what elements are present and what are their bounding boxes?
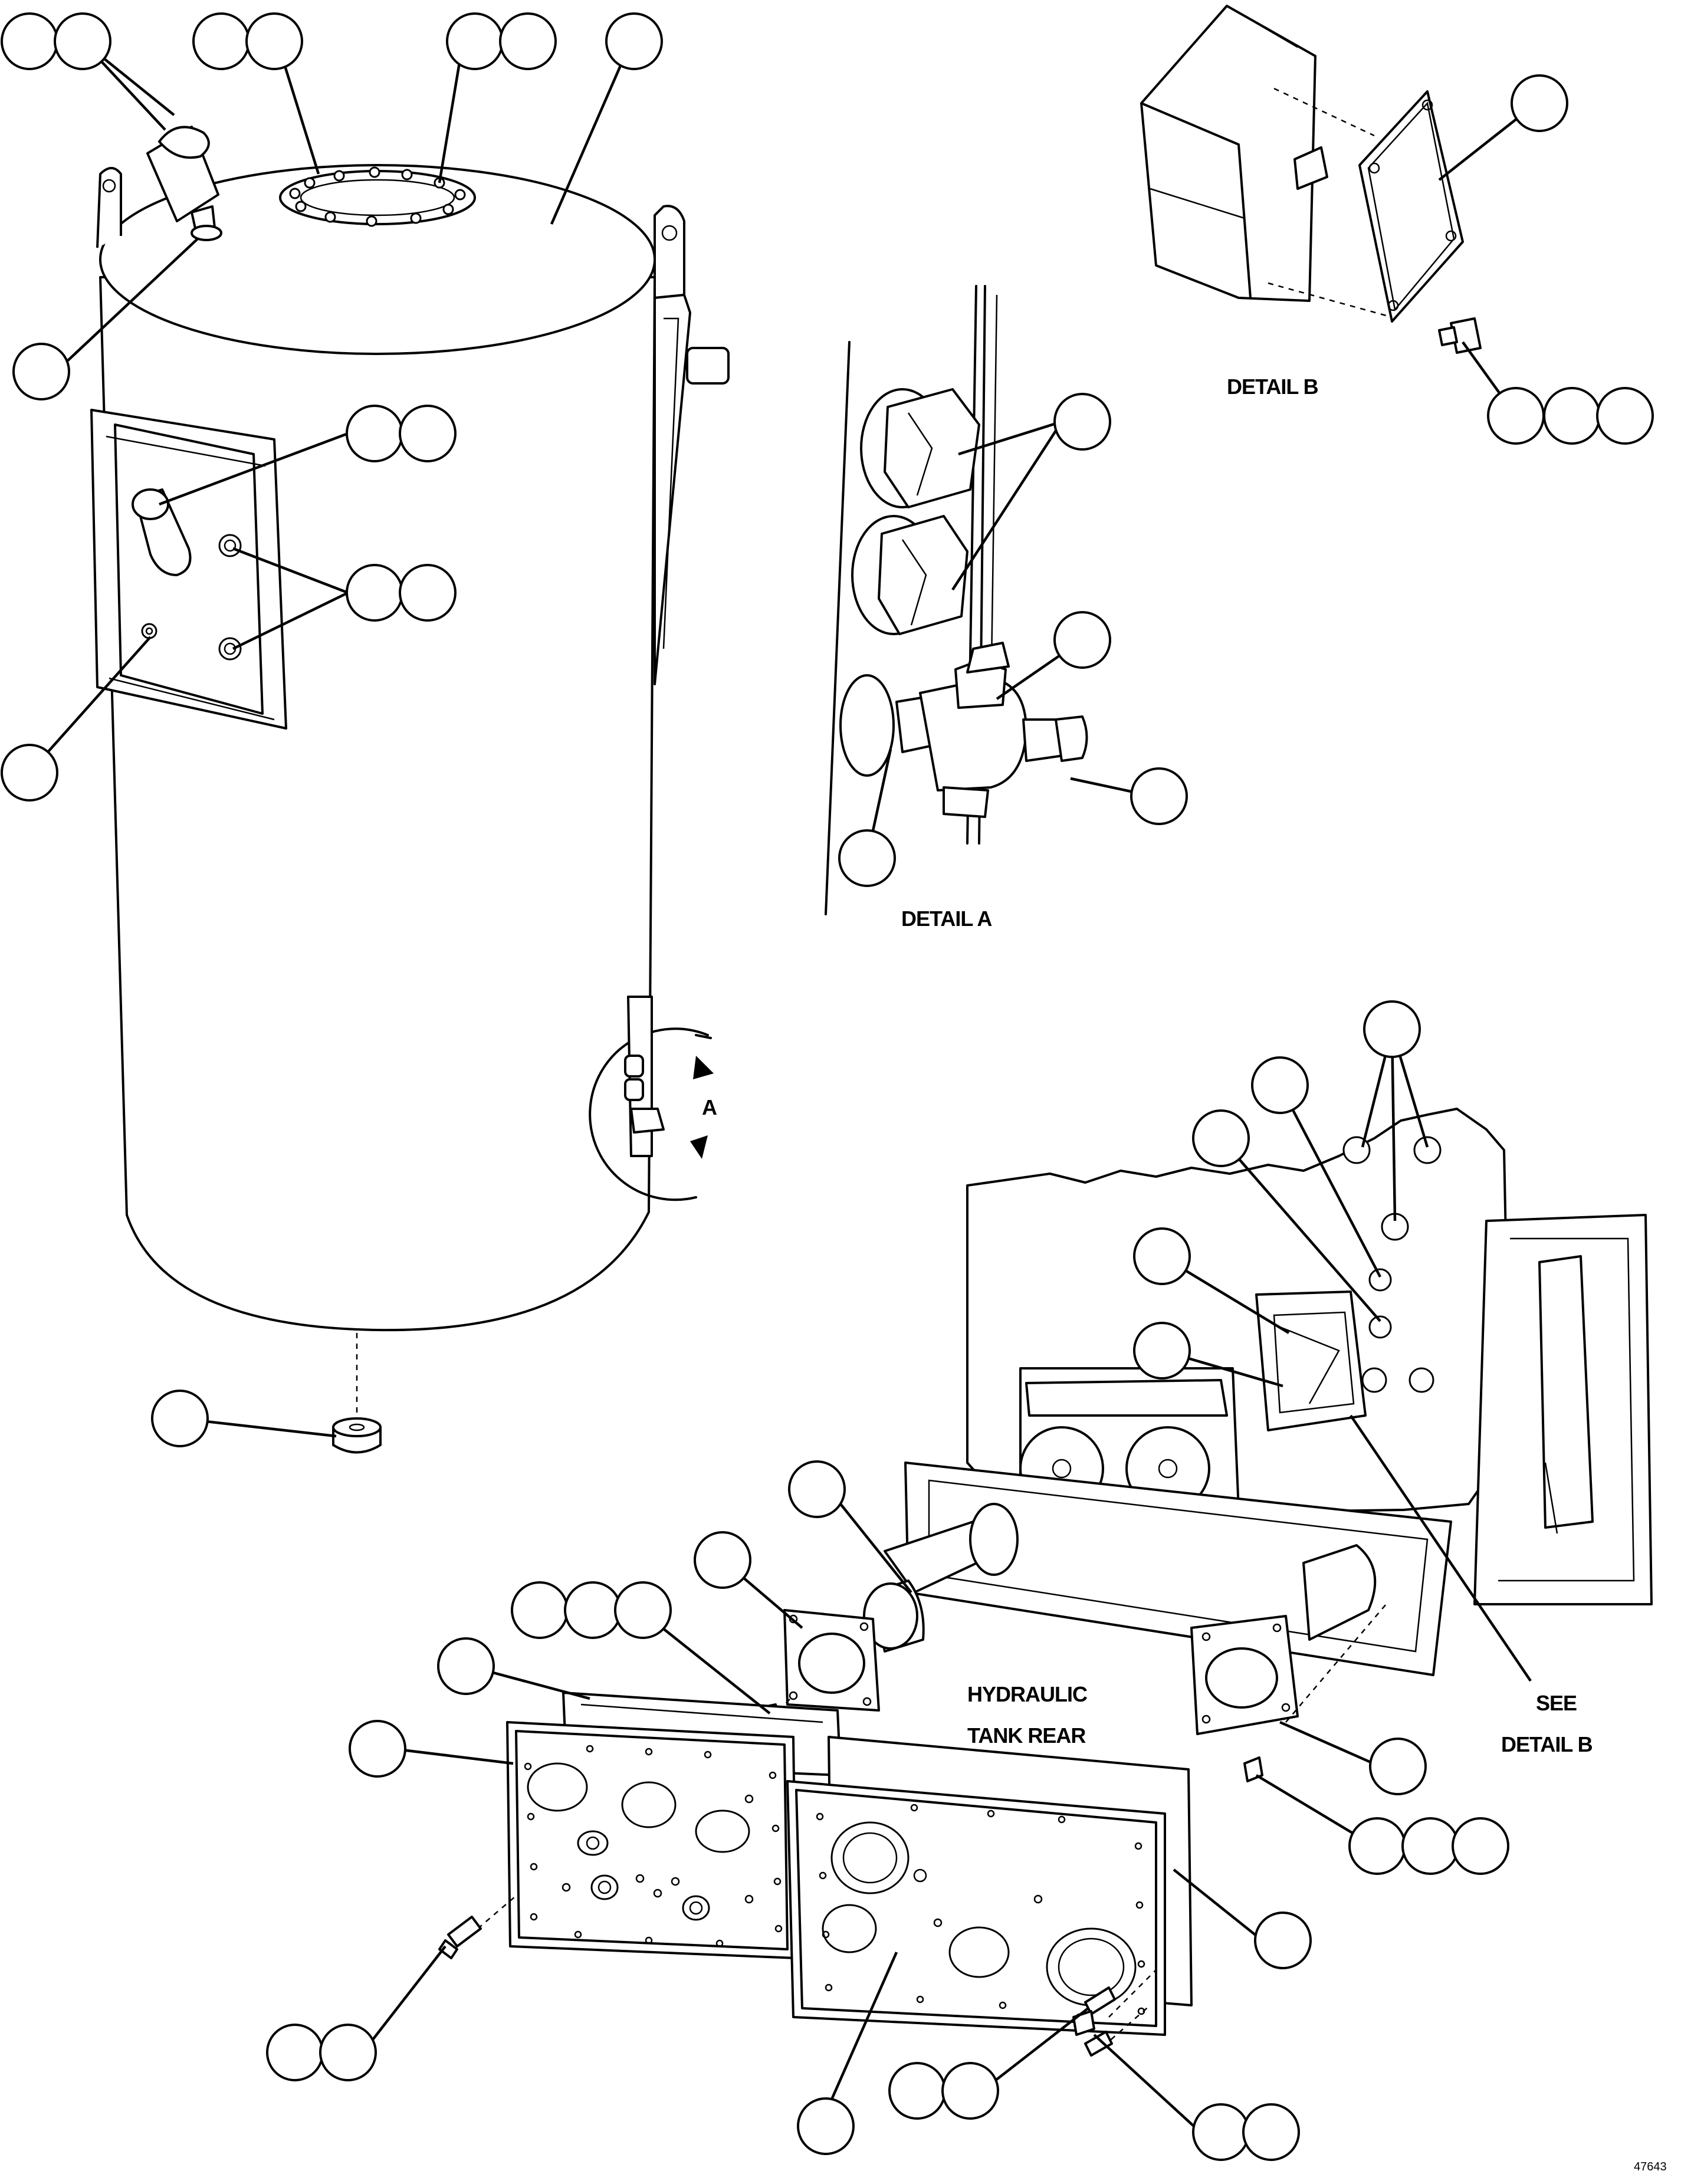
see-label: SEE [1536,1691,1577,1715]
hydraulic-label-2: TANK REAR [967,1723,1086,1748]
view-a-label: A [702,1095,717,1119]
detail-a-label: DETAIL A [901,907,992,931]
detail-b-label: DETAIL B [1227,375,1318,399]
hydraulic-tank [90,126,730,1454]
see-detail-b-label: DETAIL B [1501,1732,1593,1756]
callout-bubbles [1,12,1654,2161]
drawing-code: 47643 [1634,2160,1667,2173]
detail-b [1140,5,1482,354]
cover-bolts [289,166,466,227]
left-plate-holes [524,1745,783,1947]
detail-a-callout [589,996,714,1201]
detail-a [825,285,1088,915]
tank-rear-assembly [438,1108,1653,2057]
hydraulic-label-1: HYDRAULIC [967,1682,1088,1706]
